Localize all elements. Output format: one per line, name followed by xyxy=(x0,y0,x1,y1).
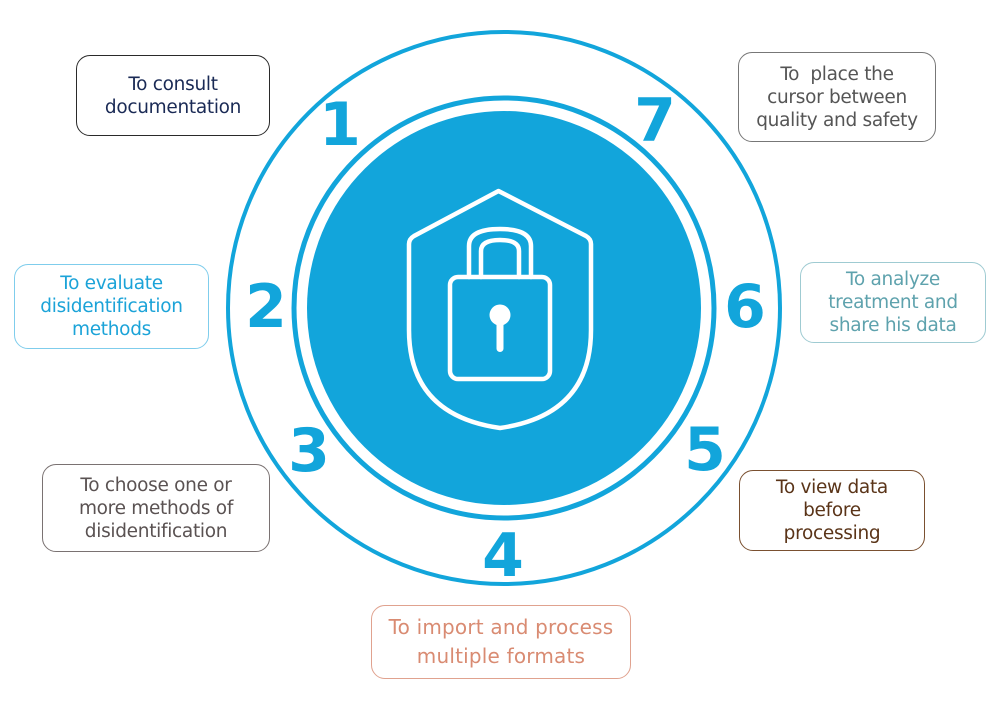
step-number-7: 7 xyxy=(634,86,676,156)
step-box-3: To choose one or more methods of disiden… xyxy=(42,464,270,552)
step-number-2: 2 xyxy=(245,272,287,342)
lock-shackle-icon xyxy=(466,226,534,280)
middle-ring xyxy=(291,95,717,521)
step-number-4: 4 xyxy=(482,521,524,591)
step-label-4: To import and process multiple formats xyxy=(388,615,614,668)
step-box-5: To view data before processing xyxy=(739,470,925,551)
step-label-3: To choose one or more methods of disiden… xyxy=(78,474,234,542)
step-box-6: To analyze treatment and share his data xyxy=(800,262,986,343)
step-box-1: To consult documentation xyxy=(76,55,270,136)
step-label-1: To consult documentation xyxy=(104,73,242,118)
step-box-7: To place the cursor between quality and … xyxy=(738,52,936,142)
step-number-1: 1 xyxy=(319,90,361,160)
outer-ring xyxy=(226,30,782,586)
step-box-2: To evaluate disidentification methods xyxy=(14,264,209,349)
step-label-5: To view data before processing xyxy=(776,477,888,544)
keyhole-icon xyxy=(489,304,511,352)
shield-icon xyxy=(406,188,594,431)
step-label-6: To analyze treatment and share his data xyxy=(828,269,958,336)
step-number-6: 6 xyxy=(724,272,766,342)
step-number-5: 5 xyxy=(684,415,726,485)
step-box-4: To import and process multiple formats xyxy=(371,605,631,679)
lock-body-icon xyxy=(447,274,553,382)
step-label-2: To evaluate disidentification methods xyxy=(40,273,183,340)
step-label-7: To place the cursor between quality and … xyxy=(756,63,918,131)
step-number-3: 3 xyxy=(288,416,330,486)
shield-lock-icon xyxy=(406,188,594,431)
